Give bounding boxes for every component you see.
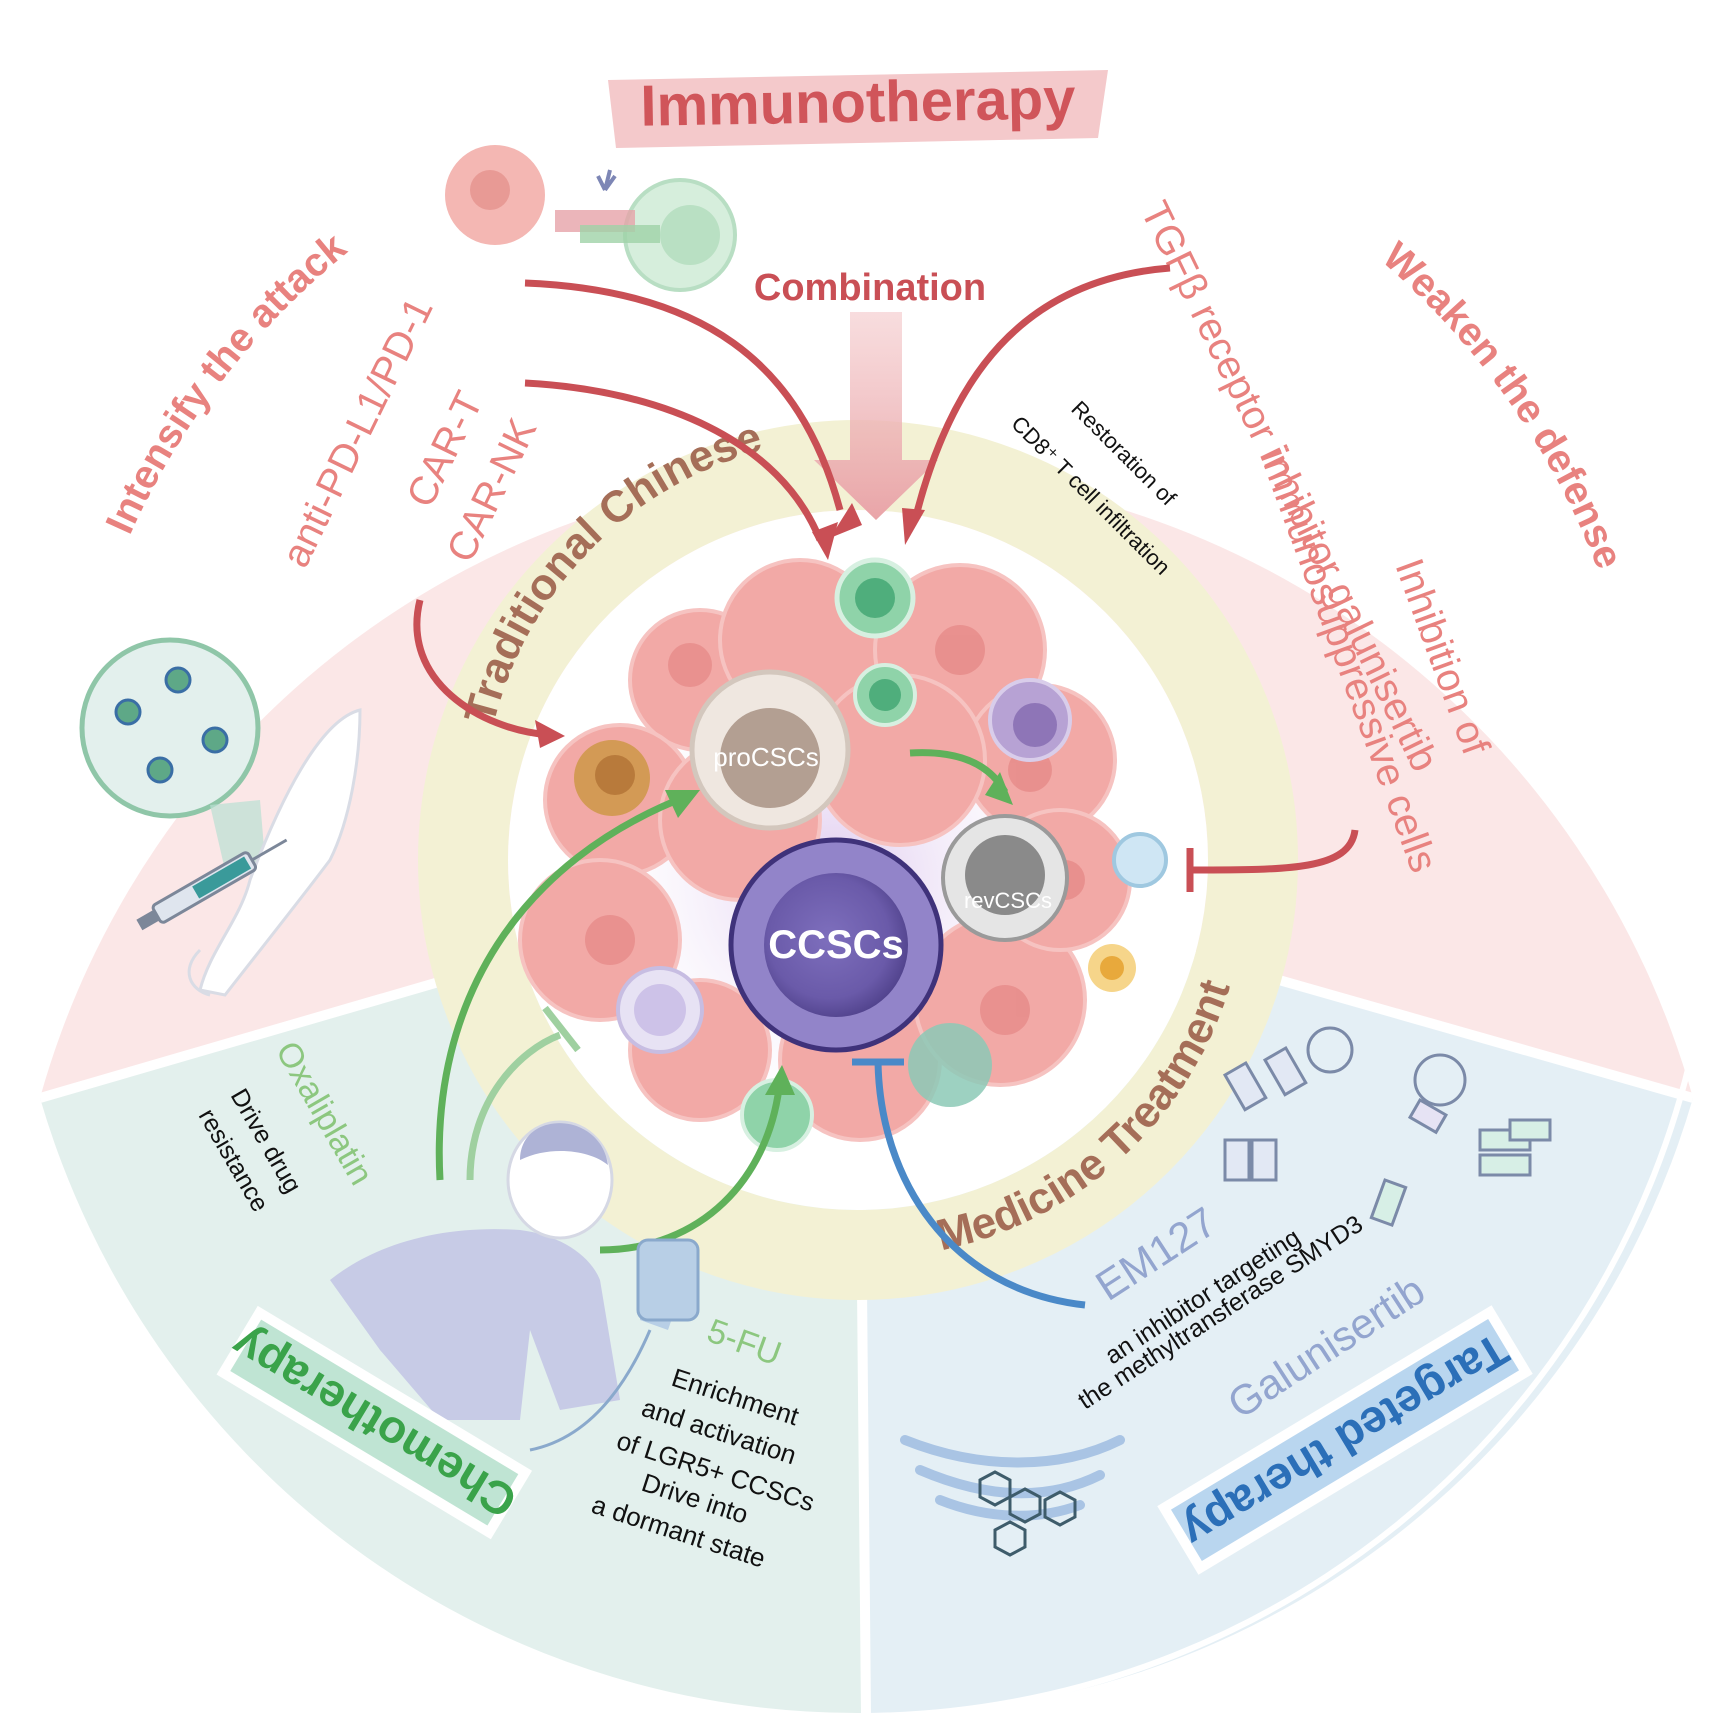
immuno-arrows [413, 264, 1359, 892]
galunisertib-molecule [978, 1470, 1077, 1557]
immuno-arrowheads [535, 503, 925, 748]
ccscs-cell: CCSCs [728, 837, 944, 1053]
procscs-cell: proCSCs [689, 669, 851, 831]
patient-illustration [330, 1120, 700, 1452]
ccscs-label: CCSCs [768, 923, 904, 967]
immunotherapy-title: Immunotherapy [640, 66, 1076, 139]
oxaliplatin-inhibit-bar [542, 1005, 581, 1053]
antibody-illustrations [1222, 1026, 1552, 1228]
chemo-arrowheads [665, 772, 1013, 1095]
procscs-label: proCSCs [713, 742, 818, 772]
combination-arrow [814, 312, 938, 520]
revcscs-cell: revCSCs [941, 814, 1069, 942]
intensify-items: anti-PD-L1/PD-1 CAR-T CAR-NK [274, 291, 546, 574]
revcscs-label: revCSCs [964, 888, 1052, 913]
targeted-inhibit-line [874, 1061, 1086, 1309]
combination-label: Combination [754, 267, 986, 309]
immune-synapse-illustration [445, 145, 737, 292]
weaken-label: Weaken the defense [1374, 234, 1631, 575]
injection-illustration [79, 637, 362, 997]
anti-pd-label: anti-PD-L1/PD-1 [274, 291, 442, 574]
oxaliplatin-inhibit-line [466, 1031, 562, 1181]
immunotherapy-banner: Immunotherapy [598, 60, 1118, 158]
